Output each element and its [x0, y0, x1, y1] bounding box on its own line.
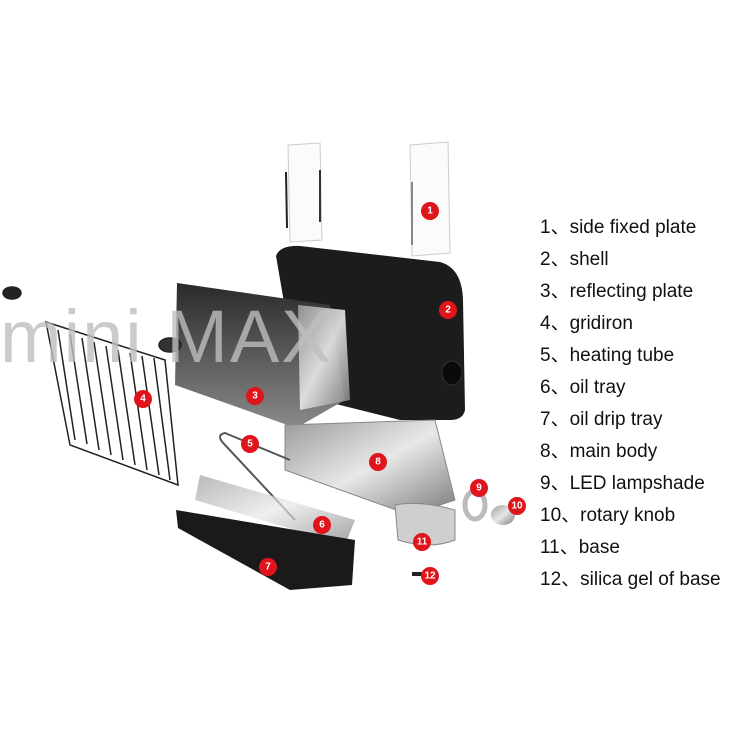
badge-circle — [259, 558, 277, 576]
legend-item: 10、rotary knob — [540, 505, 676, 526]
badge-circle — [313, 516, 331, 534]
legend-item: 2、shell — [540, 249, 609, 270]
badge-label: 3 — [252, 391, 258, 402]
shell-knob-hole — [441, 360, 463, 386]
watermark: mini MAX — [0, 295, 333, 378]
badge-label: 8 — [375, 457, 381, 468]
part-badge-12: 12 — [421, 567, 439, 585]
main-body — [284, 419, 456, 516]
part-badge-7: 7 — [259, 558, 277, 576]
part-badge-5: 5 — [241, 435, 259, 453]
oil-drip-tray — [176, 510, 355, 590]
badge-circle — [421, 202, 439, 220]
badge-label: 5 — [247, 439, 253, 450]
reflecting-plate-shine — [298, 305, 350, 410]
parts-legend: 1、side fixed plate 2、shell 3、reflecting … — [540, 214, 721, 598]
badge-label: 7 — [265, 562, 271, 573]
part-badge-11: 11 — [413, 533, 431, 551]
part-badge-4: 4 — [134, 390, 152, 408]
part-badge-8: 8 — [369, 453, 387, 471]
badge-circle — [246, 387, 264, 405]
legend-item: 3、reflecting plate — [540, 281, 694, 302]
heating-tube — [219, 431, 296, 521]
base — [394, 502, 456, 546]
legend-item: 6、oil tray — [540, 377, 626, 398]
legend-item: 4、gridiron — [540, 313, 633, 334]
legend-item: 11、base — [540, 537, 620, 558]
legend-item: 9、LED lampshade — [540, 473, 705, 494]
silica-gel — [412, 572, 422, 576]
legend-item: 12、silica gel of base — [540, 569, 721, 590]
part-badge-3: 3 — [246, 387, 264, 405]
gridiron — [2, 286, 182, 487]
legend-item: 7、oil drip tray — [540, 409, 663, 430]
badge-label: 1 — [427, 206, 433, 217]
badge-label: 2 — [445, 305, 451, 316]
badge-circle — [241, 435, 259, 453]
badge-label: 4 — [140, 394, 146, 405]
badge-circle — [413, 533, 431, 551]
badge-circle — [470, 479, 488, 497]
side-fixed-plate — [285, 141, 451, 257]
badge-label: 12 — [424, 571, 436, 582]
part-badge-10: 10 — [508, 497, 526, 515]
badge-circle — [439, 301, 457, 319]
part-badge-6: 6 — [313, 516, 331, 534]
badge-circle — [369, 453, 387, 471]
legend-item: 8、main body — [540, 441, 658, 462]
legend-item: 5、heating tube — [540, 345, 675, 366]
part-badge-9: 9 — [470, 479, 488, 497]
badge-circle — [134, 390, 152, 408]
part-badge-2: 2 — [439, 301, 457, 319]
badge-label: 10 — [511, 501, 523, 512]
badge-circle — [421, 567, 439, 585]
badge-label: 6 — [319, 520, 325, 531]
part-badge-1: 1 — [421, 202, 439, 220]
legend-item: 1、side fixed plate — [540, 217, 697, 238]
badge-circle — [508, 497, 526, 515]
badge-label: 11 — [417, 537, 428, 548]
badge-label: 9 — [476, 483, 482, 494]
